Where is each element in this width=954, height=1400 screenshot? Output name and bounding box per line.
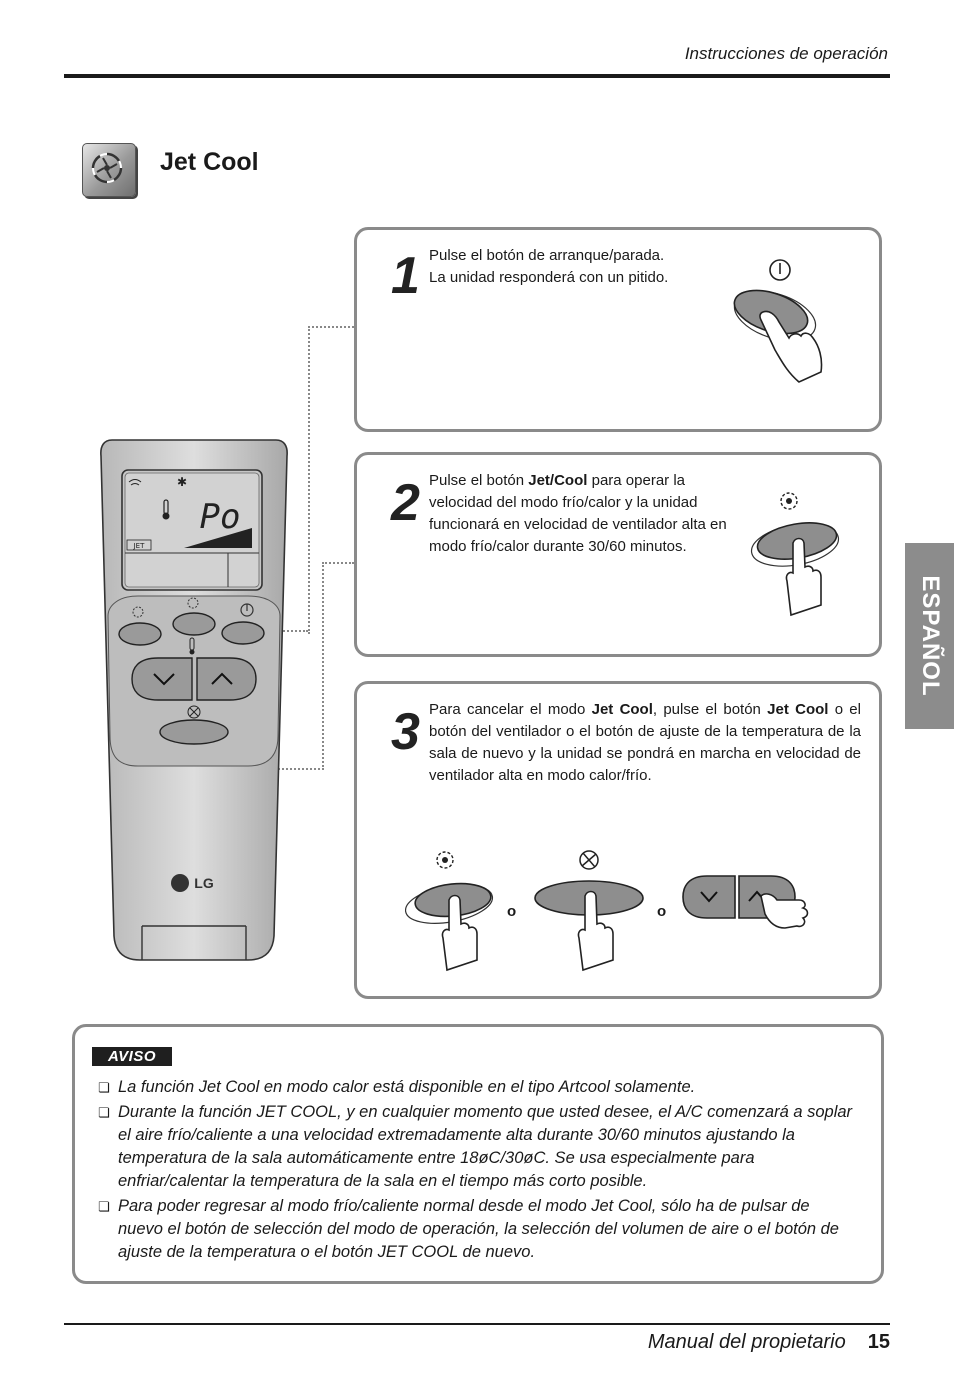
svg-text:✱: ✱ — [177, 475, 187, 489]
power-button-press-illustration — [733, 259, 823, 383]
connector-step2 — [322, 562, 354, 770]
footer-rule — [64, 1323, 890, 1325]
step-1-text: Pulse el botón de arranque/parada. La un… — [429, 247, 669, 286]
aviso-badge: AVISO — [92, 1047, 172, 1066]
aviso-box — [72, 1024, 884, 1284]
list-item: ❏Durante la función JET COOL, y en cualq… — [98, 1101, 858, 1193]
svg-text:JET: JET — [133, 542, 145, 550]
remote-control-illustration: ✱ Po JET LG — [100, 439, 288, 961]
fan-button-illustration — [534, 850, 644, 972]
step-2-box: 2 Pulse el botón Jet/Cool para operar la… — [354, 452, 882, 657]
footer-title: Manual del propietario — [647, 1331, 846, 1353]
step-number: 3 — [391, 703, 420, 761]
jet-cool-icon — [82, 143, 136, 197]
step-3-box: 3 Para cancelar el modo Jet Cool, pulse … — [354, 681, 882, 999]
list-item: ❏La función Jet Cool en modo calor está … — [98, 1076, 858, 1099]
svg-text:LG: LG — [194, 875, 214, 891]
step-2-text: Pulse el botón Jet/Cool para operar la v… — [429, 472, 727, 555]
checkbox-bullet-icon: ❏ — [98, 1199, 110, 1214]
running-header: Instrucciones de operación — [684, 44, 888, 63]
connector-step1 — [308, 326, 354, 634]
page-title: Jet Cool — [160, 148, 259, 176]
page-number: 15 — [867, 1331, 890, 1353]
jet-cool-button-illustration — [405, 851, 494, 972]
list-item: ❏Para poder regresar al modo frío/calien… — [98, 1195, 858, 1264]
step-3-text: Para cancelar el modo Jet Cool, pulse el… — [429, 701, 861, 784]
or-separator: o — [657, 903, 667, 920]
step-1-box: 1 Pulse el botón de arranque/parada. La … — [354, 227, 882, 432]
temperature-buttons-illustration — [682, 875, 809, 929]
header-rule — [64, 74, 890, 78]
aviso-notes: ❏La función Jet Cool en modo calor está … — [98, 1076, 858, 1266]
step-number: 2 — [391, 474, 420, 532]
page-footer: Manual del propietario 15 — [648, 1331, 890, 1354]
language-tab: ESPAÑOL — [905, 543, 954, 729]
or-separator: o — [507, 903, 517, 920]
step-number: 1 — [391, 247, 420, 305]
jet-cool-button-press-illustration — [750, 492, 840, 617]
checkbox-bullet-icon: ❏ — [98, 1080, 110, 1095]
svg-text:Po: Po — [200, 497, 241, 537]
checkbox-bullet-icon: ❏ — [98, 1105, 110, 1120]
connector-step1-tail — [268, 630, 308, 632]
